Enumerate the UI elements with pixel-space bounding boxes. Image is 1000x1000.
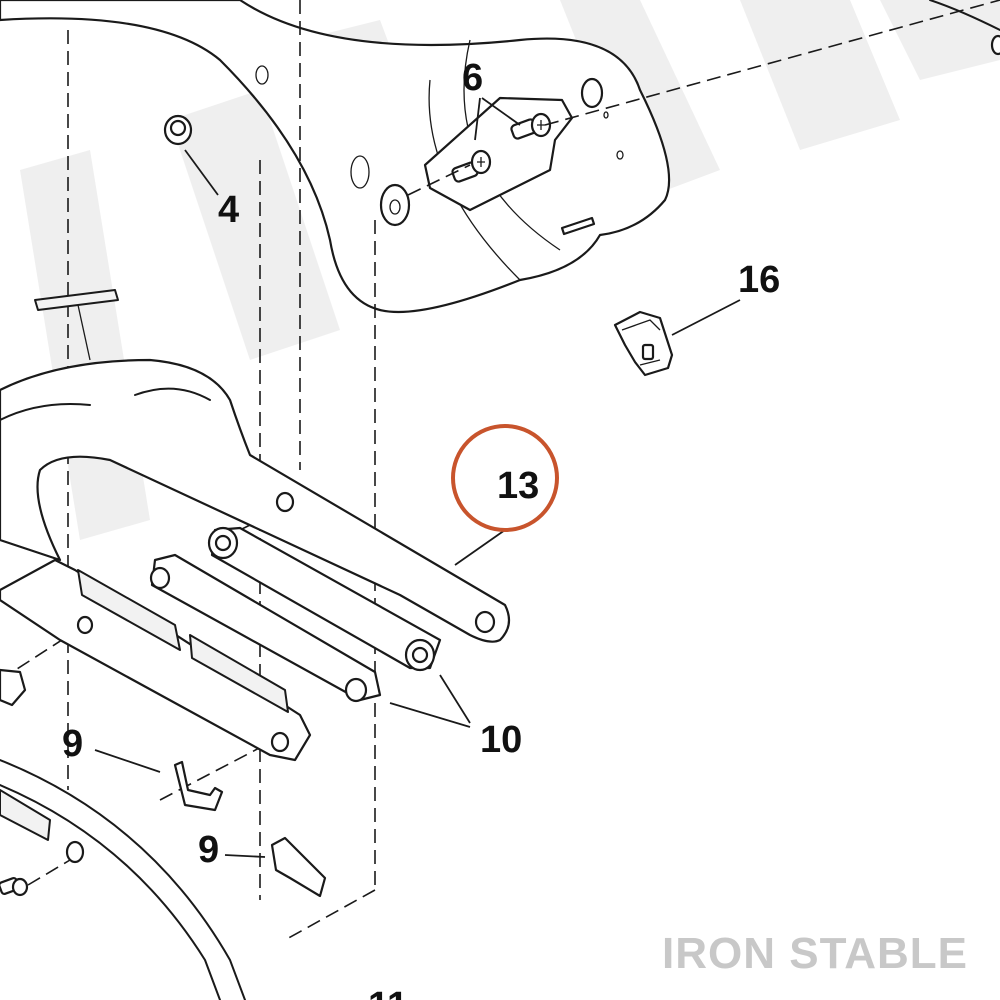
callout-13: 13: [497, 465, 539, 507]
callout-6: 6: [462, 57, 483, 99]
rear-fender: [0, 0, 1000, 314]
callout-9-lower: 9: [198, 829, 219, 871]
grommet: [163, 114, 193, 146]
fender-support-bracket: [0, 289, 511, 643]
callout-10: 10: [480, 719, 522, 761]
screw-alignment-line-lower: [407, 164, 471, 196]
leader-lines: [94, 97, 741, 858]
callout-16: 16: [738, 259, 780, 301]
callout-9-upper: 9: [62, 723, 83, 765]
clip-lower: [270, 836, 327, 898]
wiring-connector: [613, 310, 674, 377]
clip-left-edge: [0, 668, 27, 707]
lower-fender-edge: [0, 759, 246, 1000]
screw-lower: [451, 149, 492, 183]
watermark-logo-text: IRON STABLE: [662, 929, 968, 978]
screw-upper: [510, 112, 552, 140]
linkage-arm-lower: [149, 553, 382, 703]
callout-4: 4: [218, 189, 239, 231]
linkage-arm-upper: [207, 526, 442, 672]
clip-upper: [173, 760, 224, 812]
screw-alignment-line-upper: [544, 0, 1000, 126]
highlight-circle: [451, 424, 559, 532]
callout-11: 11: [368, 985, 408, 1000]
side-rail: [0, 558, 312, 762]
